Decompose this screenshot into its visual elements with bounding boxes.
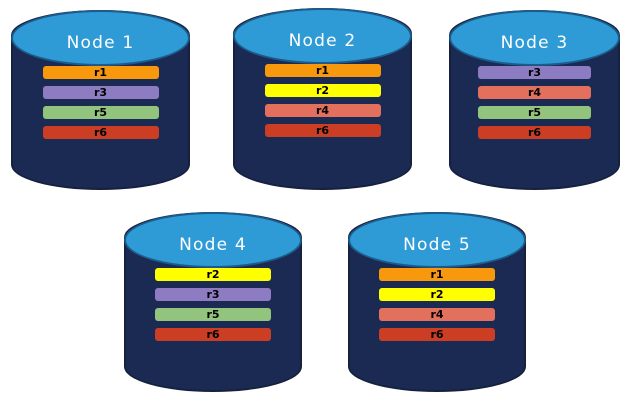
replica-bar[interactable]: r1 [42,66,159,79]
replica-bar[interactable]: r6 [379,328,495,341]
replica-label: r5 [206,308,220,321]
replica-bar[interactable]: r6 [155,328,271,341]
replica-bar[interactable]: r1 [379,268,495,281]
replica-label: r4 [315,104,330,117]
replica-label: r6 [206,328,220,341]
cylinder-top-disc: Node 4 [124,212,302,268]
replica-label: r4 [430,308,444,321]
replica-label: r1 [93,66,108,79]
replica-label: r2 [206,268,220,281]
replica-bar[interactable]: r5 [155,308,271,321]
replica-bar[interactable]: r2 [155,268,271,281]
replica-bar[interactable]: r5 [42,106,159,119]
replica-bar[interactable]: r5 [478,106,591,119]
replica-label: r1 [315,64,330,77]
replica-list: r3 r4 r5 r6 [449,66,620,139]
node-label: Node 2 [288,30,357,51]
node-label: Node 3 [500,32,569,53]
replica-label: r2 [430,288,444,301]
node-label: Node 4 [179,234,247,255]
replica-label: r5 [527,106,542,119]
cylinder-top-disc: Node 5 [348,212,526,268]
replica-bar[interactable]: r4 [379,308,495,321]
replica-label: r5 [93,106,108,119]
node-label: Node 1 [66,32,135,53]
replica-bar[interactable]: r2 [264,84,381,97]
replica-label: r2 [315,84,330,97]
replica-list: r2 r3 r5 r6 [124,268,302,341]
replica-label: r6 [430,328,444,341]
cylinder-top-disc: Node 1 [11,10,190,66]
replica-bar[interactable]: r3 [478,66,591,79]
replica-list: r1 r3 r5 r6 [11,66,190,139]
replica-label: r6 [315,124,330,137]
replica-bar[interactable]: r3 [155,288,271,301]
replica-bar[interactable]: r6 [478,126,591,139]
node-cylinder[interactable]: Node 5 r1 r2 r4 r6 [348,212,526,392]
replica-bar[interactable]: r3 [42,86,159,99]
node-label: Node 5 [403,234,471,255]
cylinder-top-disc: Node 2 [233,8,412,64]
node-cylinder[interactable]: Node 2 r1 r2 r4 r6 [233,8,412,190]
node-cylinder[interactable]: Node 4 r2 r3 r5 r6 [124,212,302,392]
replica-bar[interactable]: r2 [379,288,495,301]
replica-label: r3 [206,288,220,301]
replica-bar[interactable]: r4 [478,86,591,99]
replica-list: r1 r2 r4 r6 [348,268,526,341]
node-cylinder[interactable]: Node 3 r3 r4 r5 r6 [449,10,620,190]
replica-bar[interactable]: r1 [264,64,381,77]
replica-list: r1 r2 r4 r6 [233,64,412,137]
replica-label: r3 [93,86,108,99]
replica-label: r3 [527,66,542,79]
replica-bar[interactable]: r4 [264,104,381,117]
replica-label: r4 [527,86,542,99]
cylinder-top-disc: Node 3 [449,10,620,66]
node-cylinder[interactable]: Node 1 r1 r3 r5 r6 [11,10,190,190]
replica-label: r1 [430,268,444,281]
replica-label: r6 [93,126,108,139]
replica-label: r6 [527,126,542,139]
replica-bar[interactable]: r6 [264,124,381,137]
replica-bar[interactable]: r6 [42,126,159,139]
